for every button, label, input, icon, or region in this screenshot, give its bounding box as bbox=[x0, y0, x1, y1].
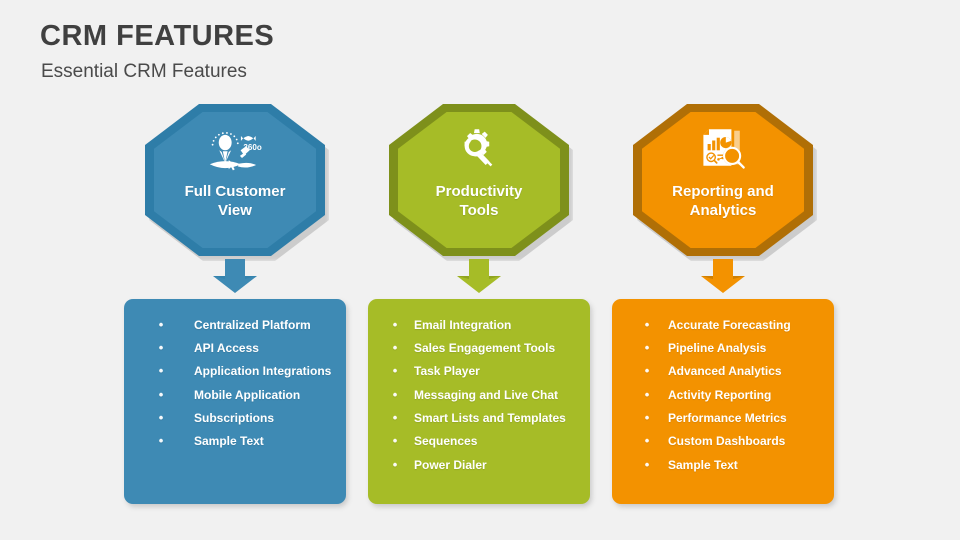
page-subtitle: Essential CRM Features bbox=[41, 61, 247, 82]
bullet-icon: • bbox=[644, 363, 650, 379]
arrow-wrap-2 bbox=[368, 259, 590, 299]
bullet-icon: • bbox=[644, 433, 650, 449]
list-item[interactable]: •Application Integrations bbox=[134, 360, 336, 383]
list-item[interactable]: •Performance Metrics bbox=[622, 407, 824, 430]
feature-list-panel-productivity-tools: •Email Integration •Sales Engagement Too… bbox=[368, 299, 590, 504]
list-item[interactable]: •Pipeline Analysis bbox=[622, 336, 824, 359]
gear-magnifier-icon bbox=[464, 129, 493, 167]
report-analytics-icon bbox=[703, 129, 745, 169]
down-arrow-green bbox=[457, 259, 501, 293]
feature-list: •Centralized Platform •API Access •Appli… bbox=[134, 313, 336, 453]
list-item[interactable]: •Custom Dashboards bbox=[622, 430, 824, 453]
bullet-icon: • bbox=[158, 386, 164, 402]
list-item[interactable]: •Messaging and Live Chat bbox=[378, 383, 580, 406]
bullet-icon: • bbox=[644, 410, 650, 426]
list-item[interactable]: •Sample Text bbox=[622, 453, 824, 476]
bullet-icon: • bbox=[158, 363, 164, 379]
list-item[interactable]: •Smart Lists and Templates bbox=[378, 407, 580, 430]
list-item[interactable]: •Activity Reporting bbox=[622, 383, 824, 406]
bullet-icon: • bbox=[158, 339, 164, 355]
list-item[interactable]: •Sample Text bbox=[134, 430, 336, 453]
feature-list: •Accurate Forecasting •Pipeline Analysis… bbox=[622, 313, 824, 477]
page-title: CRM FEATURES bbox=[40, 20, 275, 52]
list-item[interactable]: •API Access bbox=[134, 336, 336, 359]
list-item[interactable]: •Task Player bbox=[378, 360, 580, 383]
bullet-icon: • bbox=[392, 363, 398, 379]
bullet-icon: • bbox=[644, 386, 650, 402]
list-item[interactable]: •Centralized Platform bbox=[134, 313, 336, 336]
feature-list-panel-reporting-and-analytics: •Accurate Forecasting •Pipeline Analysis… bbox=[612, 299, 834, 504]
customer-360-view-icon: 360o bbox=[209, 132, 262, 171]
bullet-icon: • bbox=[158, 316, 164, 332]
down-arrow-blue bbox=[213, 259, 257, 293]
feature-list-panel-full-customer-view: •Centralized Platform •API Access •Appli… bbox=[124, 299, 346, 504]
list-item[interactable]: •Email Integration bbox=[378, 313, 580, 336]
arrow-wrap-3 bbox=[612, 259, 834, 299]
list-item[interactable]: •Mobile Application bbox=[134, 383, 336, 406]
feature-list: •Email Integration •Sales Engagement Too… bbox=[378, 313, 580, 477]
bullet-icon: • bbox=[392, 386, 398, 402]
bullet-icon: • bbox=[158, 410, 164, 426]
bullet-icon: • bbox=[392, 339, 398, 355]
bullet-icon: • bbox=[392, 316, 398, 332]
bullet-icon: • bbox=[644, 316, 650, 332]
bullet-icon: • bbox=[392, 456, 398, 472]
bullet-icon: • bbox=[644, 339, 650, 355]
arrow-wrap-1 bbox=[124, 259, 346, 299]
icon-badge-360: 360o bbox=[243, 143, 261, 152]
bullet-icon: • bbox=[392, 410, 398, 426]
bullet-icon: • bbox=[644, 456, 650, 472]
list-item[interactable]: •Sales Engagement Tools bbox=[378, 336, 580, 359]
list-item[interactable]: •Sequences bbox=[378, 430, 580, 453]
bullet-icon: • bbox=[158, 433, 164, 449]
list-item[interactable]: •Subscriptions bbox=[134, 407, 336, 430]
list-item[interactable]: •Power Dialer bbox=[378, 453, 580, 476]
list-item[interactable]: •Accurate Forecasting bbox=[622, 313, 824, 336]
list-item[interactable]: •Advanced Analytics bbox=[622, 360, 824, 383]
bullet-icon: • bbox=[392, 433, 398, 449]
down-arrow-orange bbox=[701, 259, 745, 293]
